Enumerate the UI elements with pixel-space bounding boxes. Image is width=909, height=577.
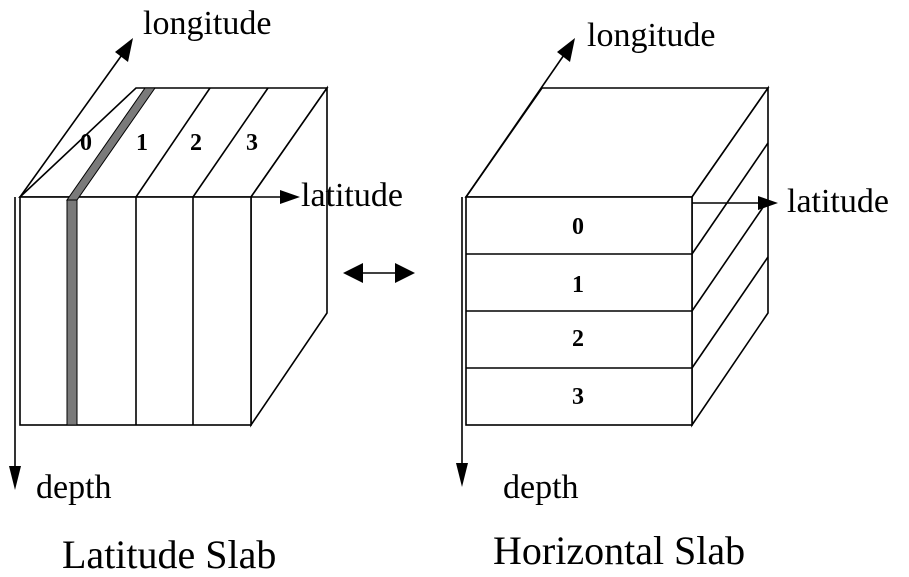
left-longitude-arrow — [19, 38, 133, 198]
right-slab-number-1: 1 — [572, 272, 584, 298]
latitude-slab-cube: 0 1 2 3 longitude latitude depth Latitud… — [9, 5, 403, 577]
right-depth-label: depth — [503, 469, 579, 506]
right-side-divider-1 — [691, 142, 769, 255]
left-slab-number-1: 1 — [136, 130, 148, 156]
double-arrow-icon — [343, 263, 415, 283]
left-longitude-label: longitude — [143, 5, 271, 42]
right-latitude-label: latitude — [787, 183, 889, 220]
right-longitude-label: longitude — [587, 17, 715, 54]
right-depth-arrow — [456, 197, 468, 487]
highlight-band-front — [66, 199, 78, 426]
highlight-band-top — [66, 87, 156, 201]
right-slab-number-3: 3 — [572, 384, 584, 410]
left-depth-label: depth — [36, 469, 112, 506]
right-slab-number-2: 2 — [572, 326, 584, 352]
right-side-divider-2 — [691, 199, 769, 312]
right-side-divider-3 — [691, 256, 769, 369]
left-slab-number-0: 0 — [80, 130, 92, 156]
left-top-divider-2 — [192, 87, 269, 198]
left-top-divider-1 — [135, 87, 211, 198]
left-depth-arrow — [9, 197, 21, 490]
right-longitude-arrow — [465, 38, 575, 198]
left-slab-number-2: 2 — [190, 130, 202, 156]
left-latitude-label: latitude — [301, 177, 403, 214]
right-slab-number-0: 0 — [572, 214, 584, 240]
horizontal-slab-caption: Horizontal Slab — [493, 528, 745, 573]
right-latitude-arrow — [692, 196, 778, 210]
left-slab-number-3: 3 — [246, 130, 258, 156]
latitude-slab-caption: Latitude Slab — [62, 532, 276, 577]
left-latitude-arrow — [251, 190, 300, 204]
horizontal-slab-cube: 0 1 2 3 longitude latitude depth Horizon… — [456, 17, 889, 573]
